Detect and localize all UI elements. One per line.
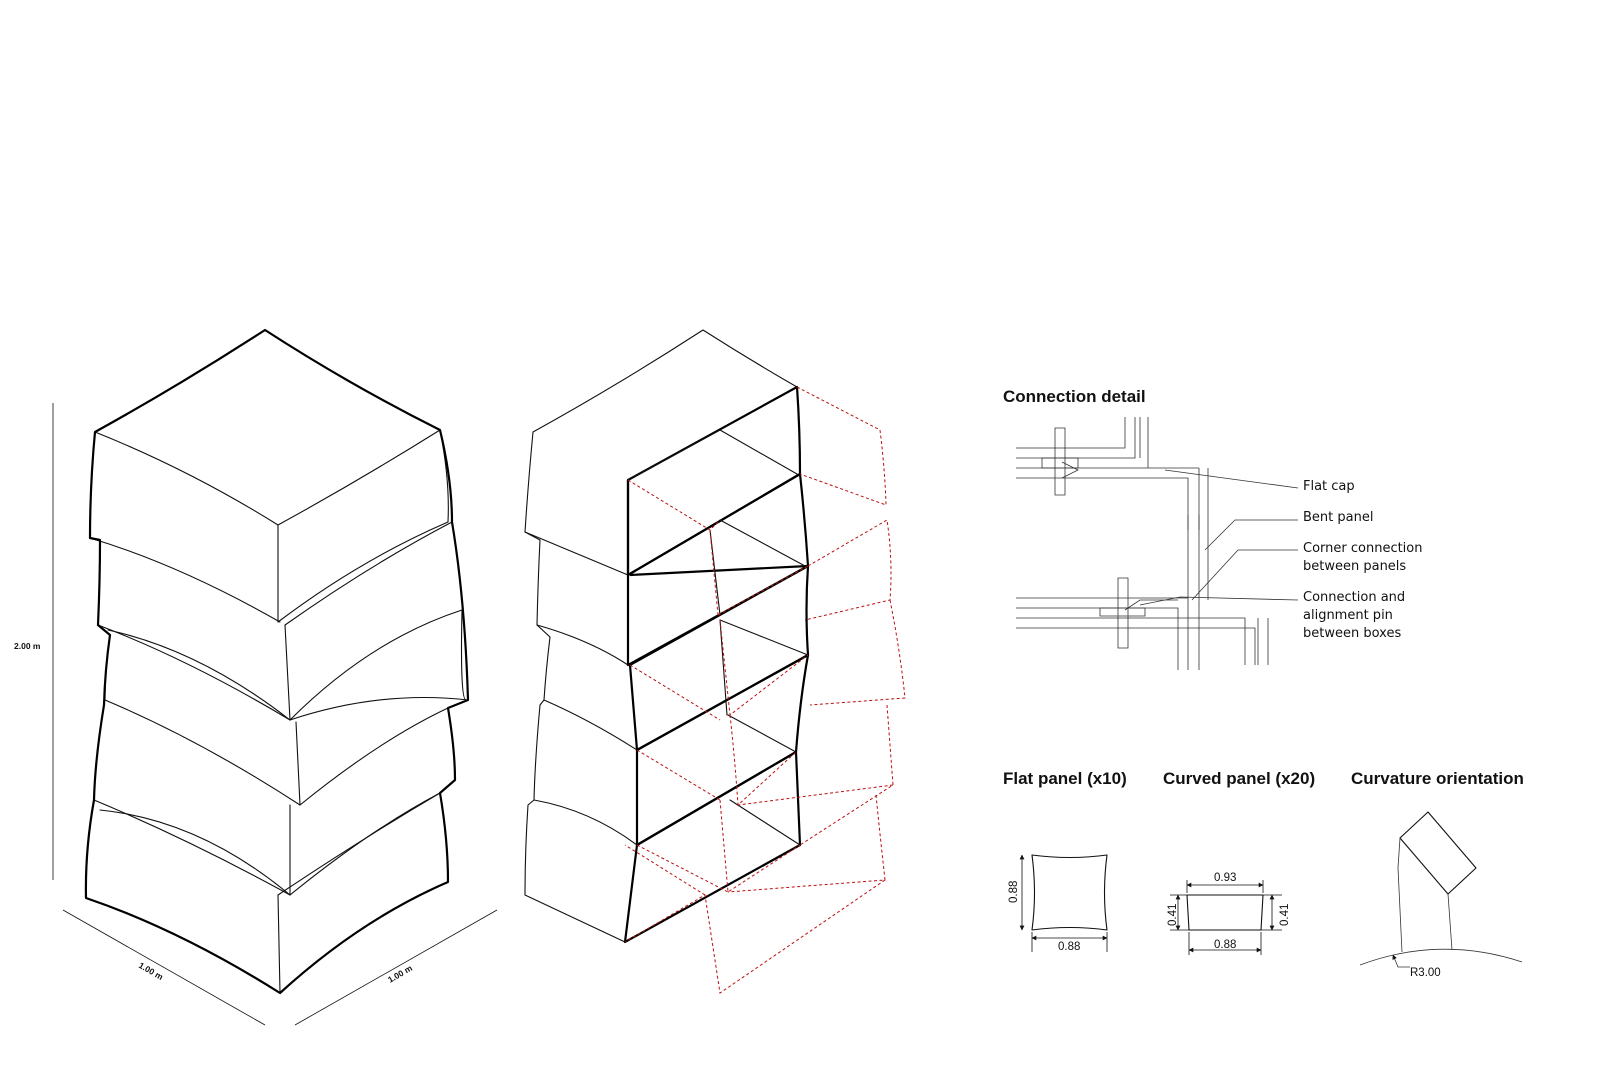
width-dimension-line-right <box>294 909 498 1026</box>
curved-panel-drawing <box>1170 880 1282 955</box>
box-2 <box>97 521 469 721</box>
curved-panel-top-width: 0.93 <box>1214 872 1236 884</box>
width-label-left: 1.00 m <box>137 960 165 982</box>
label-pin-3: between boxes <box>1303 626 1401 641</box>
stacked-boxes-exploded <box>524 329 906 994</box>
height-label: 2.00 m <box>14 641 41 651</box>
label-corner-connection-2: between panels <box>1303 559 1406 574</box>
connection-detail-drawing <box>1016 417 1299 670</box>
curved-panel-left-height: 0.41 <box>1167 904 1179 926</box>
curvature-orientation-drawing <box>1359 811 1523 968</box>
curved-panel-title: Curved panel (x20) <box>1163 769 1315 788</box>
curved-panel-bottom-width: 0.88 <box>1214 939 1236 951</box>
flat-panel-width: 0.88 <box>1058 941 1080 953</box>
label-corner-connection-1: Corner connection <box>1303 541 1423 556</box>
curved-panel-right-height: 0.41 <box>1279 904 1291 926</box>
connection-detail-title: Connection detail <box>1003 387 1146 406</box>
flat-panel-drawing <box>1019 854 1108 952</box>
width-dimension-line-left <box>62 909 266 1026</box>
stacked-boxes-solid: 2.00 m 1.00 m 1.00 m <box>14 328 498 1026</box>
curvature-orientation-title: Curvature orientation <box>1351 769 1524 788</box>
flat-panel-height: 0.88 <box>1008 881 1020 903</box>
flat-panel-title: Flat panel (x10) <box>1003 769 1127 788</box>
curvature-radius: R3.00 <box>1410 967 1441 979</box>
box-1 <box>89 329 449 623</box>
label-bent-panel: Bent panel <box>1303 510 1373 525</box>
label-pin-1: Connection and <box>1303 590 1405 605</box>
label-pin-2: alignment pin <box>1303 608 1393 623</box>
width-label-right: 1.00 m <box>386 963 414 985</box>
label-flat-cap: Flat cap <box>1303 479 1355 494</box>
